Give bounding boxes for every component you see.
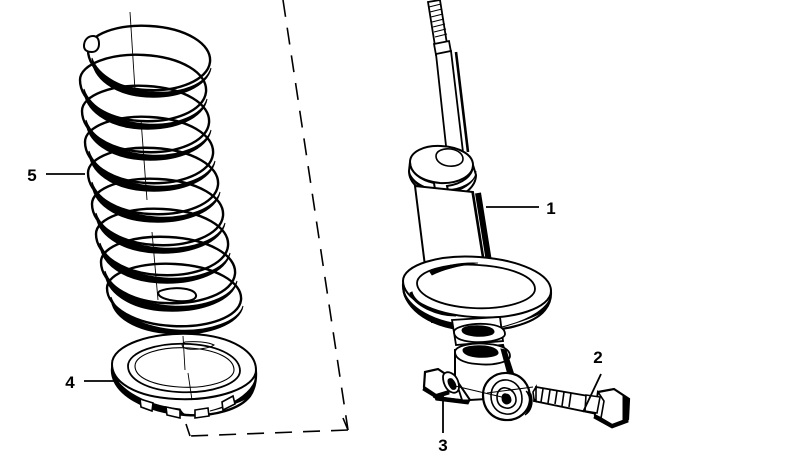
spring-coil <box>99 235 238 312</box>
callout-label-2: 2 <box>593 348 602 367</box>
assembly-group-dashed-boundary <box>189 0 349 437</box>
boundary-corner-tick <box>185 417 349 437</box>
leader-2 <box>582 373 602 413</box>
callout-label-3: 3 <box>438 436 447 455</box>
shock-lower-stub <box>450 316 506 346</box>
callout-label-1: 1 <box>546 199 555 218</box>
bolt-axis-line <box>486 386 534 394</box>
seat-notch <box>139 394 236 420</box>
spring-coil <box>105 262 244 335</box>
shock-mount-bushing <box>481 371 533 422</box>
rod-shadow <box>454 51 470 153</box>
nut-axis-line <box>454 385 507 399</box>
shock-spring-seat-collar <box>401 255 553 332</box>
spring-coil <box>90 177 226 254</box>
callout-label-5: 5 <box>27 166 36 185</box>
hex-nut <box>422 367 507 399</box>
callout-label-4: 4 <box>65 373 75 392</box>
shock-top-cap <box>407 144 478 201</box>
callout-leaders <box>46 173 602 433</box>
shock-absorber <box>401 0 553 422</box>
spring-pad-seat <box>110 332 258 420</box>
bolt-threads <box>540 388 572 408</box>
coil-spring <box>78 11 244 391</box>
